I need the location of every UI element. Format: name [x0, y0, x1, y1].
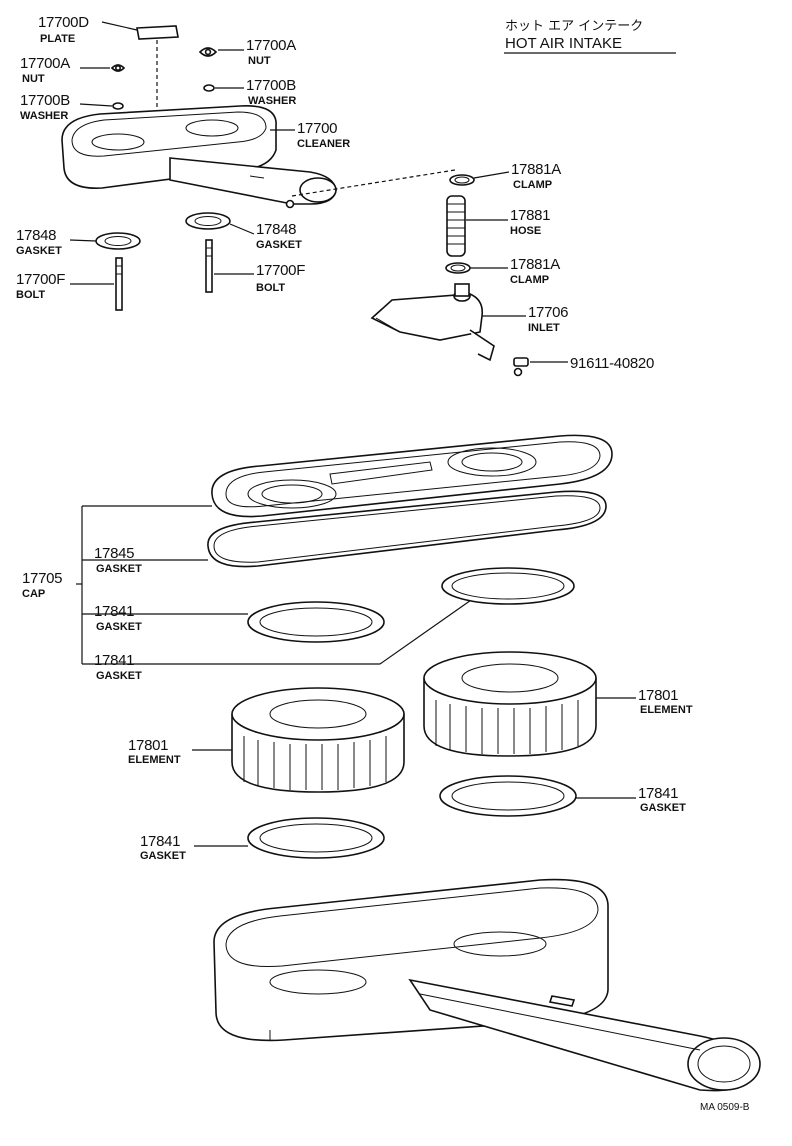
- gasket-17845-part: [207, 490, 607, 568]
- hose-part: [446, 195, 466, 257]
- washer-part-left: [112, 102, 124, 110]
- label-name-clamp-upper: CLAMP: [513, 179, 552, 191]
- label-name-inlet: INLET: [528, 322, 560, 334]
- leader-clamp-upper: [473, 171, 510, 179]
- label-name-gasket-center: GASKET: [256, 239, 302, 251]
- label-name-nut-right: NUT: [248, 55, 271, 67]
- clamp-part-upper: [449, 174, 475, 186]
- element-part-right: [423, 651, 597, 757]
- clamp-part-lower: [445, 262, 471, 274]
- label-number-gasket-center: 17848: [256, 221, 296, 238]
- element-part-left: [231, 687, 405, 793]
- cap-part: [211, 434, 613, 518]
- label-name-plate: PLATE: [40, 33, 75, 45]
- label-name-clamp-lower: CLAMP: [510, 274, 549, 286]
- label-number-plate: 17700D: [38, 14, 89, 31]
- label-number-clamp-upper: 17881A: [511, 161, 561, 178]
- label-number-gasket-lower-left: 17841: [140, 833, 180, 850]
- label-number-gasket-left: 17848: [16, 227, 56, 244]
- label-name-gasket-17841-b: GASKET: [96, 670, 142, 682]
- cap-bracket: [76, 505, 475, 665]
- screw-part: [513, 357, 529, 377]
- title-english: HOT AIR INTAKE: [505, 35, 622, 52]
- gasket-17841-part-a: [441, 567, 575, 605]
- label-name-nut-left: NUT: [22, 73, 45, 85]
- washer-part-right: [203, 84, 215, 92]
- label-number-washer-left: 17700B: [20, 92, 70, 109]
- gasket-17841-part-c: [439, 775, 577, 817]
- gasket-part-center: [185, 212, 231, 230]
- leader-washer-left: [79, 103, 113, 107]
- label-number-bolt-left: 17700F: [16, 271, 65, 288]
- label-name-element-left: ELEMENT: [128, 754, 181, 766]
- cleaner-part-small: [61, 105, 456, 209]
- label-name-gasket-17841-a: GASKET: [96, 621, 142, 633]
- label-number-inlet: 17706: [528, 304, 568, 321]
- cleaner-body-part: [213, 878, 761, 1092]
- gasket-17841-part-d: [247, 817, 385, 859]
- label-number-gasket-17841-a: 17841: [94, 603, 134, 620]
- label-name-bolt-left: BOLT: [16, 289, 45, 301]
- label-name-cleaner: CLEANER: [297, 138, 350, 150]
- bolt-part-center: [205, 239, 213, 293]
- title-japanese: ホット エア インテーク: [505, 19, 643, 34]
- label-number-element-right: 17801: [638, 687, 678, 704]
- label-name-gasket-lower-left: GASKET: [140, 850, 186, 862]
- label-name-gasket-lower-right: GASKET: [640, 802, 686, 814]
- bolt-part-left: [115, 257, 123, 311]
- leader-gasket-left: [69, 239, 97, 242]
- label-name-gasket-left: GASKET: [16, 245, 62, 257]
- label-number-gasket-17845: 17845: [94, 545, 134, 562]
- label-number-hose: 17881: [510, 207, 550, 224]
- leader-gasket-center: [229, 223, 255, 235]
- label-number-nut-right: 17700A: [246, 37, 296, 54]
- leader-plate: [101, 21, 138, 31]
- label-number-clamp-lower: 17881A: [510, 256, 560, 273]
- inlet-part: [370, 283, 495, 362]
- label-number-nut-left: 17700A: [20, 55, 70, 72]
- gasket-part-left: [95, 232, 141, 250]
- label-name-washer-right: WASHER: [248, 95, 296, 107]
- drawing-code: MA 0509-B: [700, 1102, 750, 1113]
- label-name-hose: HOSE: [510, 225, 541, 237]
- label-number-cleaner: 17700: [297, 120, 337, 137]
- label-number-washer-right: 17700B: [246, 77, 296, 94]
- label-number-element-left: 17801: [128, 737, 168, 754]
- label-number-bolt-center: 17700F: [256, 262, 305, 279]
- label-name-element-right: ELEMENT: [640, 704, 693, 716]
- label-name-cap: CAP: [22, 588, 45, 600]
- gasket-17841-part-b: [247, 601, 385, 643]
- label-name-gasket-17845: GASKET: [96, 563, 142, 575]
- label-number-gasket-17841-b: 17841: [94, 652, 134, 669]
- nut-part-right: [198, 47, 218, 57]
- label-number-screw: 91611-40820: [570, 355, 654, 372]
- label-number-gasket-lower-right: 17841: [638, 785, 678, 802]
- label-name-bolt-center: BOLT: [256, 282, 285, 294]
- label-name-washer-left: WASHER: [20, 110, 68, 122]
- plate-part: [136, 25, 179, 110]
- nut-part-left: [110, 64, 126, 72]
- label-number-cap: 17705: [22, 570, 62, 587]
